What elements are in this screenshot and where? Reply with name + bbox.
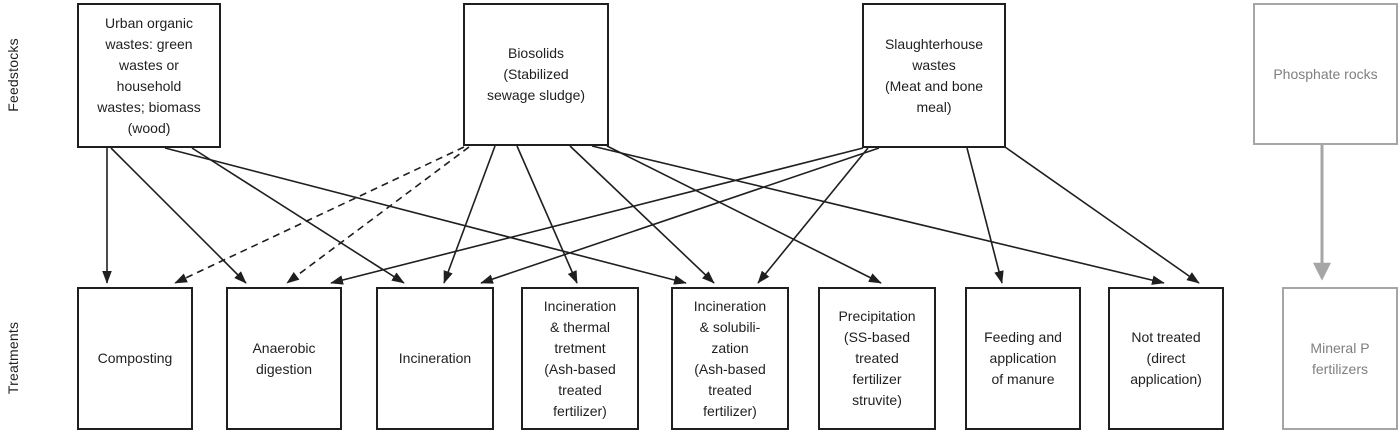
- edge-urban-incineration: [191, 147, 405, 284]
- edge-biosolids-inc-thermal: [516, 145, 578, 284]
- treatment-box-incineration-thermal-treatment: Incineration & thermal tretment (Ash-bas…: [521, 287, 639, 430]
- edge-slaughterhouse-incineration: [480, 147, 880, 284]
- box-label: Urban organic wastes: green wastes or ho…: [97, 14, 201, 136]
- feedstock-box-urban-organic-wastes: Urban organic wastes: green wastes or ho…: [77, 3, 221, 148]
- edge-biosolids-anaerobic: [286, 146, 470, 284]
- edge-biosolids-not-treated: [591, 145, 1165, 285]
- edge-slaughterhouse-inc-solub: [757, 147, 869, 284]
- product-box-mineral-p-fertilizers: Mineral P fertilizers: [1282, 287, 1398, 430]
- edge-slaughterhouse-anaerobic: [330, 147, 864, 285]
- box-label: Feeding and application of manure: [984, 329, 1062, 387]
- treatment-box-precipitation-struvite: Precipitation (SS-based treated fertiliz…: [818, 287, 936, 430]
- edge-urban-anaerobic: [110, 147, 247, 284]
- box-label: Precipitation (SS-based treated fertiliz…: [838, 308, 916, 408]
- box-label: Mineral P fertilizers: [1310, 339, 1370, 377]
- box-label: Incineration & thermal tretment (Ash-bas…: [543, 297, 617, 419]
- treatment-box-incineration: Incineration: [376, 287, 494, 430]
- treatment-box-incineration-solubilization: Incineration & solubili- zation (Ash-bas…: [671, 287, 789, 430]
- treatment-box-not-treated: Not treated (direct application): [1108, 287, 1224, 430]
- edge-slaughterhouse-not-treated: [1004, 146, 1200, 284]
- box-label: Incineration: [398, 350, 472, 366]
- edge-biosolids-incineration: [443, 145, 496, 284]
- feedstock-box-biosolids: Biosolids (Stabilized sewage sludge): [463, 3, 609, 146]
- treatment-box-composting: Composting: [77, 287, 193, 430]
- box-label: Not treated (direct application): [1130, 329, 1202, 387]
- box-label: Slaughterhouse wastes (Meat and bone mea…: [884, 35, 984, 115]
- treatments-axis-label: Treatments: [5, 321, 21, 395]
- treatment-box-feeding-application-manure: Feeding and application of manure: [965, 287, 1081, 430]
- box-label: Composting: [97, 350, 173, 366]
- edge-urban-inc-solub: [164, 147, 687, 285]
- box-label: Biosolids (Stabilized sewage sludge): [486, 45, 586, 103]
- edge-slaughterhouse-feeding: [966, 147, 1004, 284]
- box-label: Phosphate rocks: [1273, 65, 1378, 82]
- feedstock-box-slaughterhouse-wastes: Slaughterhouse wastes (Meat and bone mea…: [862, 3, 1006, 148]
- feedstocks-axis-label: Feedstocks: [5, 38, 21, 112]
- edge-biosolids-inc-solub: [569, 145, 715, 284]
- feedstock-box-phosphate-rocks: Phosphate rocks: [1253, 3, 1398, 145]
- treatment-box-anaerobic-digestion: Anaerobic digestion: [226, 287, 342, 430]
- edge-biosolids-composting: [174, 146, 465, 284]
- edge-biosolids-precipitation: [606, 145, 882, 284]
- box-label: Anaerobic digestion: [252, 339, 316, 377]
- box-label: Incineration & solubili- zation (Ash-bas…: [693, 297, 767, 419]
